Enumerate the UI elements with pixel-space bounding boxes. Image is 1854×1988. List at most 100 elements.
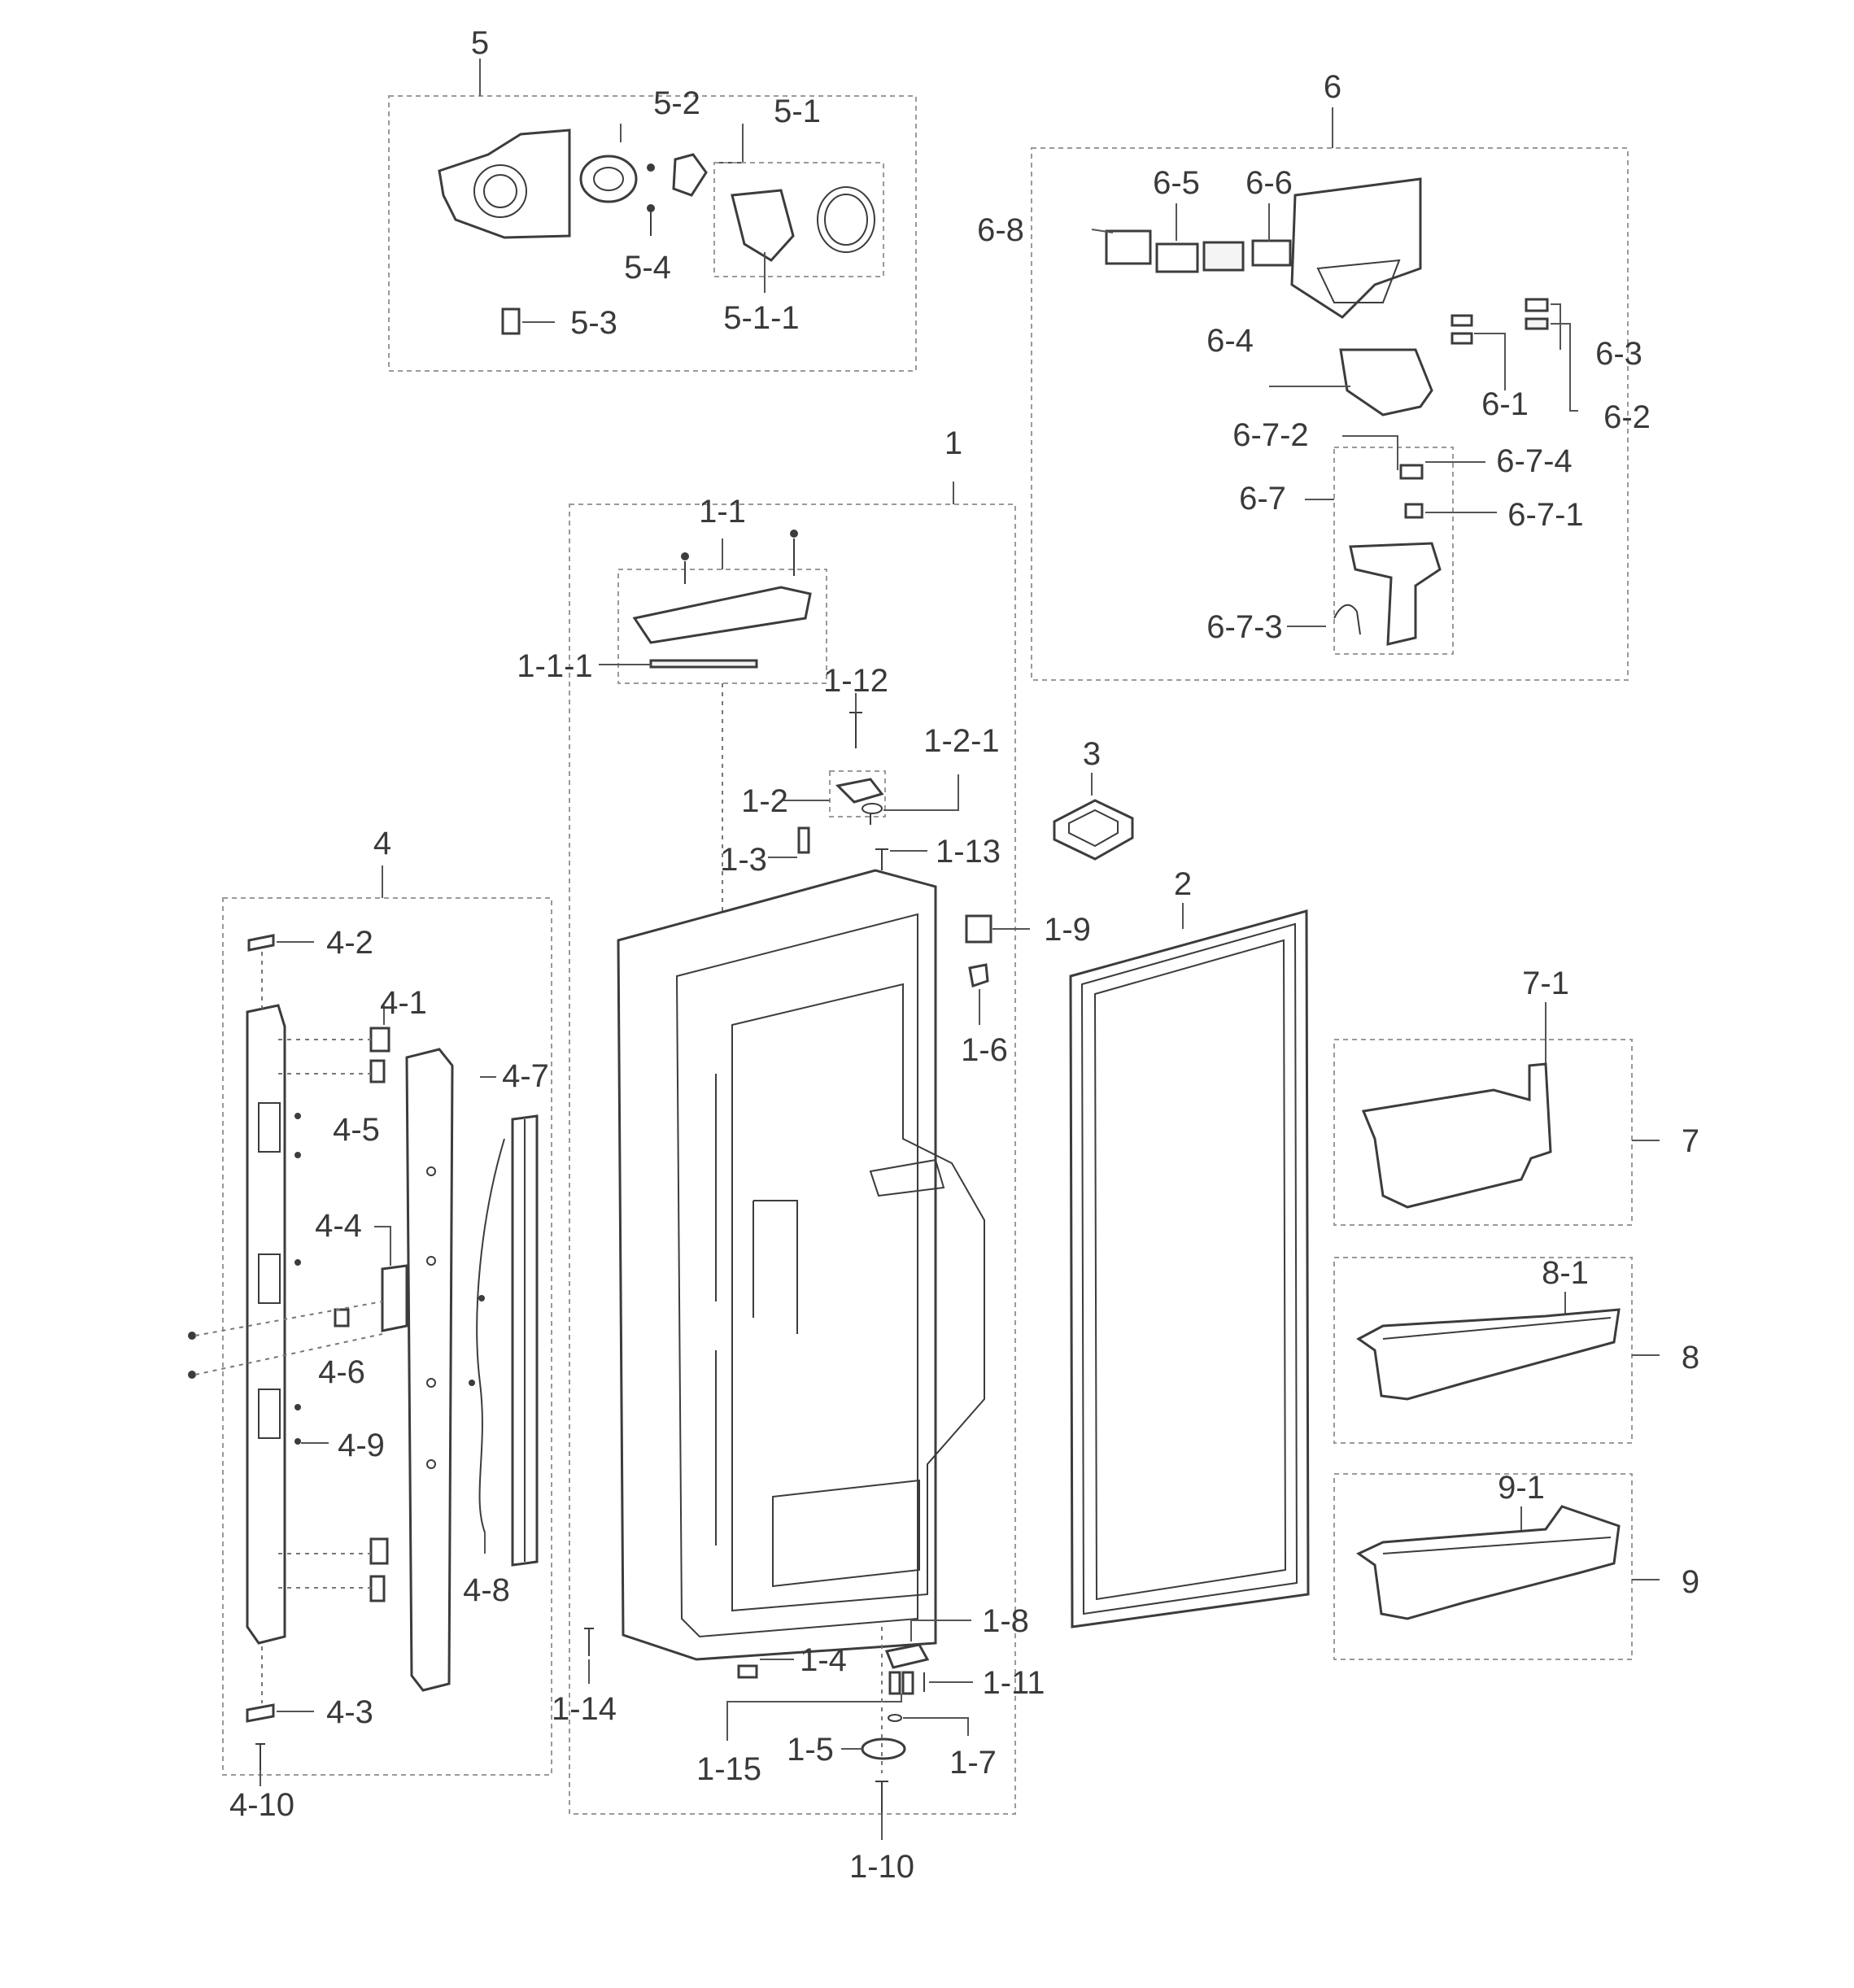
callout-label-6-3: 6-3 [1595, 336, 1642, 372]
callout-label-1-4: 1-4 [800, 1642, 847, 1678]
group-6-7-box [1333, 447, 1454, 655]
trim-cap-4-3 [246, 1703, 275, 1723]
trim-bracket-4-4 [381, 1264, 408, 1332]
callout-label-6-2: 6-2 [1603, 399, 1651, 435]
callout-label-1-14: 1-14 [552, 1691, 617, 1727]
callout-label-5-1: 5-1 [774, 94, 821, 129]
callout-label-6-1: 6-1 [1481, 386, 1529, 422]
callout-label-6-6: 6-6 [1245, 165, 1293, 201]
callout-label-1-7: 1-7 [949, 1745, 997, 1781]
callout-label-1: 1 [944, 425, 962, 461]
callout-label-1-2-1: 1-2-1 [923, 723, 999, 759]
group-8-bin [1333, 1257, 1660, 1444]
dispenser-panel-6-6 [1251, 239, 1292, 267]
group-5-ice-maker [388, 59, 917, 372]
dispenser-funnel-6-4 [1339, 348, 1433, 416]
trim-clip-4-5 [369, 1059, 386, 1083]
callout-label-6-7-4: 6-7-4 [1496, 443, 1572, 479]
callout-label-4-8: 4-8 [463, 1572, 510, 1608]
dispenser-housing [1290, 177, 1422, 319]
callout-label-8-1: 8-1 [1542, 1255, 1589, 1291]
group-4-box [222, 897, 552, 1776]
dispenser-panel-mid [1202, 241, 1245, 272]
dispenser-part-6-7-1 [1404, 503, 1424, 519]
callout-label-4-6: 4-6 [318, 1354, 365, 1390]
callout-label-4-7: 4-7 [502, 1058, 549, 1094]
callout-label-1-12: 1-12 [823, 663, 888, 699]
ice-maker-motor [672, 153, 708, 197]
callout-label-1-9: 1-9 [1044, 912, 1091, 948]
ice-maker-sensor [501, 307, 521, 335]
callout-label-6-7: 6-7 [1239, 481, 1286, 517]
callout-label-6-8: 6-8 [977, 212, 1024, 248]
ice-maker-body [438, 129, 571, 239]
callout-label-1-11: 1-11 [982, 1665, 1045, 1701]
callout-label-6-7-1: 6-7-1 [1507, 497, 1583, 533]
callout-label-5-1-1: 5-1-1 [723, 300, 799, 336]
dispenser-part-6-7-4 [1399, 464, 1424, 480]
dispenser-pcb-6-8 [1105, 229, 1152, 265]
callout-label-3: 3 [1083, 736, 1101, 772]
door-part-1-8c [901, 1671, 914, 1695]
callout-label-1-8: 1-8 [982, 1603, 1029, 1639]
dispenser-panel-6-5 [1155, 242, 1199, 273]
door-gasket-outer [1069, 909, 1310, 1628]
group-6-dispenser [1031, 107, 1629, 681]
part-3-gasket [1053, 799, 1134, 861]
bin-8-1 [1356, 1308, 1621, 1401]
callout-label-6-7-3: 6-7-3 [1206, 609, 1282, 645]
part-2-door-gasket [1069, 903, 1310, 1628]
group-5-box [388, 95, 917, 372]
part-3 [1053, 773, 1134, 861]
door-part-1-4 [737, 1664, 758, 1679]
bin-9-1 [1356, 1505, 1621, 1620]
bin-7-1 [1361, 1062, 1552, 1209]
callout-label-4: 4 [373, 826, 391, 861]
callout-label-1-15: 1-15 [696, 1751, 761, 1787]
callout-label-9-1: 9-1 [1498, 1470, 1545, 1506]
callout-label-1-6: 1-6 [961, 1032, 1008, 1068]
group-4-trim [188, 865, 552, 1786]
callout-label-5: 5 [471, 25, 489, 61]
callout-label-4-9: 4-9 [338, 1428, 385, 1463]
door-bottom-hinge-1-8 [884, 1643, 930, 1669]
group-1-door-assembly [569, 482, 1030, 1840]
ice-maker-ring [579, 155, 638, 203]
door-part-1-8b [888, 1671, 901, 1695]
callout-label-1-2: 1-2 [741, 783, 788, 819]
callout-label-9: 9 [1682, 1564, 1699, 1600]
dispenser-lever [1349, 542, 1442, 646]
callout-label-6-4: 6-4 [1206, 323, 1254, 359]
callout-label-4-1: 4-1 [380, 985, 427, 1021]
callout-label-7-1: 7-1 [1522, 966, 1569, 1001]
callout-label-5-3: 5-3 [570, 305, 617, 341]
callout-label-1-1-1: 1-1-1 [517, 648, 592, 684]
group-6-box [1031, 147, 1629, 681]
group-1-box [569, 504, 1016, 1815]
callout-label-6: 6 [1324, 69, 1341, 105]
callout-label-4-3: 4-3 [326, 1694, 373, 1730]
callout-label-4-5: 4-5 [333, 1112, 380, 1148]
callout-label-5-4: 5-4 [624, 250, 671, 286]
trim-part-4-6 [334, 1308, 350, 1328]
callout-label-8: 8 [1682, 1340, 1699, 1375]
dispenser-part-6-3 [1525, 298, 1549, 312]
callout-label-1-10: 1-10 [849, 1849, 914, 1885]
callout-label-4-10: 4-10 [229, 1787, 294, 1823]
trim-handle-cover [405, 1048, 454, 1692]
callout-label-4-2: 4-2 [326, 925, 373, 961]
callout-label-6-5: 6-5 [1153, 165, 1200, 201]
callout-label-1-13: 1-13 [936, 834, 1001, 870]
callout-label-1-5: 1-5 [787, 1732, 834, 1768]
door-liner [617, 869, 937, 1661]
door-heater-wire [649, 659, 758, 669]
callout-label-6-7-2: 6-7-2 [1232, 417, 1308, 453]
trim-clip-lower-a [369, 1537, 389, 1565]
ice-maker-harness [731, 189, 795, 262]
trim-clip-4-1 [369, 1027, 390, 1053]
callout-label-7: 7 [1682, 1123, 1699, 1159]
group-9-bin [1333, 1473, 1660, 1660]
door-clip-1-3 [797, 826, 810, 854]
